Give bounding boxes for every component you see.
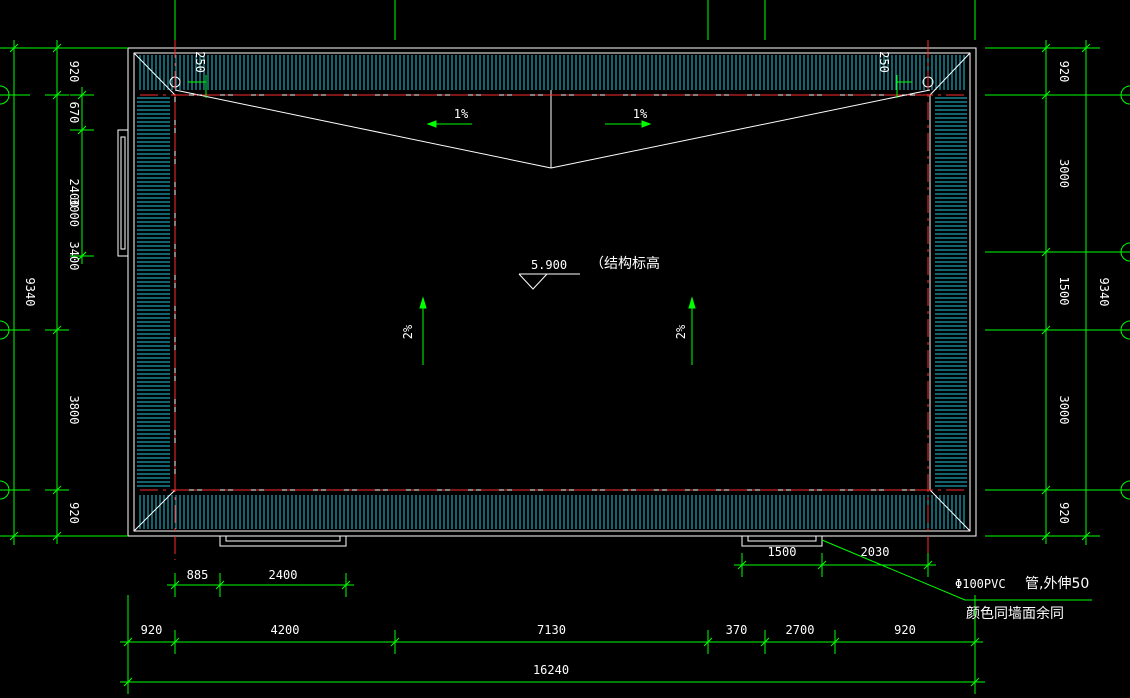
dim-right-1: 3000 — [1057, 159, 1071, 188]
dim-bottom-1: 4200 — [271, 623, 300, 637]
drain-offset-left: 250 — [193, 51, 207, 73]
dim-left-3: 920 — [67, 502, 81, 524]
pvc-pipe-note: 管,外伸50 — [1025, 576, 1089, 592]
dim-bottom-sub-right-0: 1500 — [768, 545, 797, 559]
annotation-leader — [821, 539, 1092, 601]
dim-bottom-total: 16240 — [533, 663, 569, 677]
slope-label-left: 2% — [401, 324, 415, 339]
dim-right-total: 9340 — [1097, 278, 1111, 307]
dim-right-3: 3000 — [1057, 396, 1071, 425]
dim-bottom-5: 920 — [894, 623, 916, 637]
elevation-value: 5.900 — [531, 258, 567, 272]
elevation-marker — [518, 273, 580, 290]
slope-label-right: 2% — [674, 324, 688, 339]
dim-bottom-sub-left-1: 2400 — [269, 568, 298, 582]
dim-right-4: 920 — [1057, 502, 1071, 524]
dim-bottom-0: 920 — [141, 623, 163, 637]
pvc-color-note: 颜色同墙面余同 — [966, 605, 1064, 622]
dim-bottom-2: 7130 — [537, 623, 566, 637]
dim-bottom-3: 370 — [726, 623, 748, 637]
dim-right-0: 920 — [1057, 61, 1071, 83]
dim-left-2: 3800 — [67, 396, 81, 425]
elevation-note: （结构标高 — [590, 255, 660, 272]
slope-label-top-right: 1% — [633, 107, 648, 121]
pvc-pipe-label: Φ100PVC — [955, 577, 1006, 591]
dim-bottom-sub-left-0: 885 — [187, 568, 209, 582]
dim-left-total: 9340 — [23, 278, 37, 307]
dim-bottom-sub-right-1: 2030 — [861, 545, 890, 559]
dim-left-inner-1: 2400 — [67, 179, 81, 208]
dim-left-inner-0: 670 — [67, 102, 81, 124]
slope-arrows — [188, 75, 912, 365]
centerlines — [140, 40, 965, 560]
dim-right-2: 1500 — [1057, 277, 1071, 306]
dim-left-0: 920 — [67, 61, 81, 83]
dimension-lines — [0, 40, 1100, 694]
roof-outline — [117, 47, 977, 547]
dim-bottom-4: 2700 — [786, 623, 815, 637]
dim-left-1: 3000 — [67, 198, 81, 227]
gutter-hatch — [137, 55, 967, 529]
dim-left-inner-2: 3400 — [67, 242, 81, 271]
slope-label-top-left: 1% — [454, 107, 469, 121]
drain-offset-right: 250 — [877, 51, 891, 73]
